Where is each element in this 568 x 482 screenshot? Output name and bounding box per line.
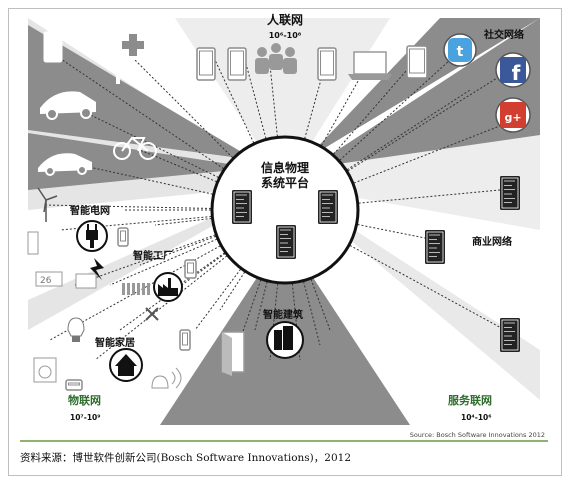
facebook-icon: f: [495, 52, 531, 88]
storage-icon: [122, 283, 150, 295]
server-icon: [232, 190, 252, 224]
platform-label-1: 信息物理: [261, 160, 309, 175]
twitter-icon: t: [443, 33, 477, 67]
washer-icon: [33, 357, 57, 383]
phone-icon: [65, 379, 83, 391]
source-note: Source: Bosch Software Innovations 2012: [410, 431, 545, 439]
iot-label: 物联网: [68, 393, 101, 407]
building-icon: [266, 321, 304, 359]
server-icon: [500, 318, 520, 352]
google-plus-icon: g+: [495, 97, 531, 133]
phone-icon: [196, 47, 216, 81]
smart-home-label: 智能家居: [95, 336, 135, 349]
phone-icon: [117, 227, 129, 247]
platform-label-2: 系统平台: [261, 175, 309, 190]
house-icon: [109, 348, 143, 382]
phone-icon: [317, 47, 337, 81]
wind-turbine-icon: [37, 187, 58, 222]
factory-icon: [153, 272, 183, 302]
business-net-label: 商业网络: [472, 235, 512, 248]
svg-text:f: f: [512, 61, 521, 85]
door-icon: [221, 331, 245, 376]
bicycle-icon: [113, 136, 157, 160]
phone-icon: [27, 231, 39, 255]
svg-text:g+: g+: [504, 111, 521, 124]
social-net-label: 社交网络: [483, 28, 524, 41]
phone-icon: [43, 31, 63, 63]
server-icon: [276, 225, 296, 259]
meter-icon: 26: [35, 271, 97, 289]
people-net-label: 人联网: [267, 12, 303, 27]
server-icon: [500, 176, 520, 210]
people-icon: [255, 43, 297, 74]
phone-icon: [184, 259, 197, 279]
server-icon: [425, 230, 445, 264]
svg-text:t: t: [457, 44, 464, 60]
server-icon: [318, 190, 338, 224]
people-net-range: 10⁶-10⁸: [269, 31, 302, 40]
platform-circle: [210, 135, 360, 285]
car-icon: [38, 153, 92, 176]
smart-grid-label: 智能电网: [70, 204, 110, 217]
phone-icon: [179, 329, 191, 351]
lightbulb-icon: [67, 317, 85, 342]
phone-icon: [227, 47, 247, 81]
medical-cross-icon: [116, 28, 148, 84]
smart-factory-label: 智能工厂: [133, 249, 173, 262]
icons: 26 t f g+: [27, 28, 531, 391]
flash-icon: [90, 258, 104, 280]
service-net-label: 服务联网: [448, 393, 492, 407]
connector-lines: [44, 44, 516, 361]
plug-icon: [76, 220, 108, 252]
caption: 资料来源：博世软件创新公司(Bosch Software Innovations…: [20, 452, 351, 464]
server-group: [232, 190, 338, 259]
tools-icon: [145, 307, 159, 321]
smart-building-label: 智能建筑: [263, 308, 303, 321]
car-icon: [40, 91, 96, 120]
svg-text:26: 26: [40, 276, 52, 286]
laptop-icon: [348, 51, 392, 80]
siren-icon: [151, 367, 182, 389]
beam-dark: [28, 18, 540, 425]
phone-icon: [406, 45, 428, 79]
service-net-range: 10⁴-10⁶: [461, 413, 492, 422]
iot-range: 10⁷-10⁹: [70, 413, 101, 422]
